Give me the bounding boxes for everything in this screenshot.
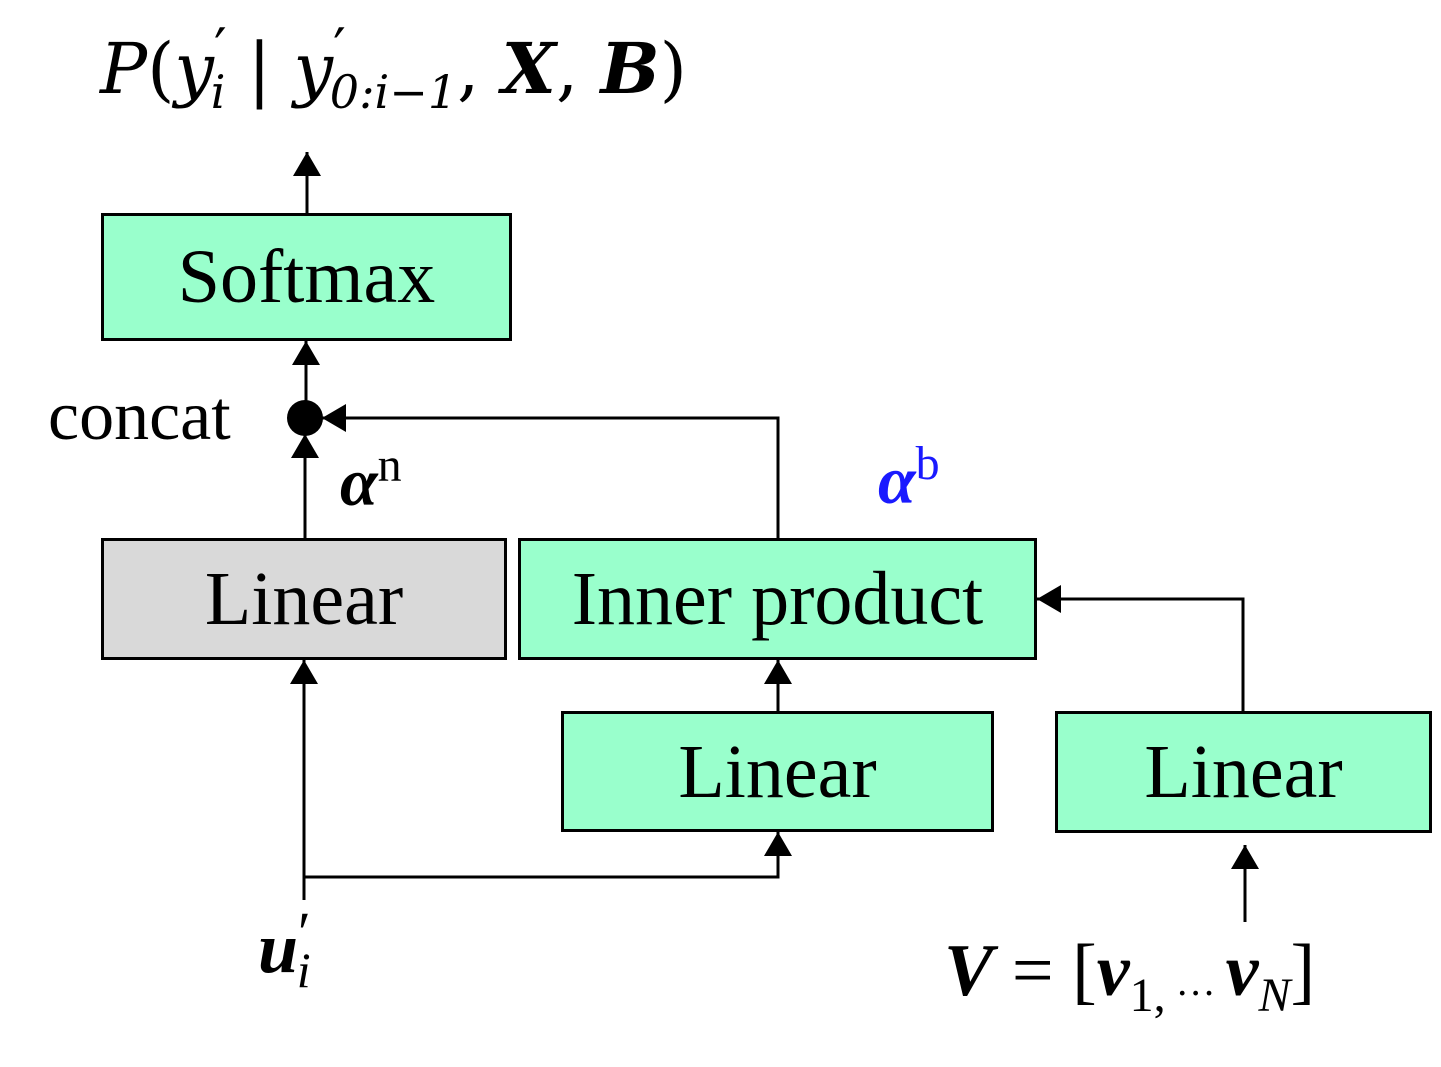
b-symbol: B xyxy=(600,27,660,110)
alpha-n-label: αn xyxy=(340,442,402,517)
y-symbol: y xyxy=(174,28,214,110)
alpha-b-superscript: b xyxy=(915,437,940,490)
concat-node xyxy=(287,400,323,436)
close-bracket: ] xyxy=(1290,930,1316,1012)
concat-label: concat xyxy=(48,378,231,455)
comma-2: , xyxy=(555,28,579,110)
input-u-label: u′i xyxy=(258,904,311,996)
linear-value-box: Linear xyxy=(1055,711,1432,833)
v1-subscript: 1, xyxy=(1129,968,1166,1022)
open-paren: ( xyxy=(147,28,175,110)
vN-symbol: v xyxy=(1225,930,1259,1012)
conditional-bar: | xyxy=(247,28,272,110)
u-prime: ′ xyxy=(298,900,311,965)
x-symbol: X xyxy=(501,27,556,110)
alpha-n-symbol: α xyxy=(340,444,378,520)
softmax-box: Softmax xyxy=(101,213,512,341)
y-history-symbol: y xyxy=(293,28,334,110)
inner-product-box: Inner product xyxy=(518,538,1037,660)
arrow-inner-product-to-concat xyxy=(322,404,780,538)
prob-symbol: P xyxy=(100,28,148,110)
u-symbol: u xyxy=(258,908,299,988)
alpha-b-label: αb xyxy=(878,440,940,515)
y-history-subscript: 0:i−1 xyxy=(329,65,458,119)
alpha-b-symbol: α xyxy=(878,442,916,518)
u-subscript: i xyxy=(296,942,311,999)
equals-bracket: = [ xyxy=(993,930,1097,1012)
arrow-linear-value-to-inner-product xyxy=(1037,585,1245,711)
close-paren: ) xyxy=(659,28,687,110)
v1-symbol: v xyxy=(1096,930,1130,1012)
arrow-input-to-linear-query xyxy=(304,832,792,879)
output-probability-label: P(y′i | y′0:i−1, X, B) xyxy=(100,22,687,115)
linear-query-box: Linear xyxy=(561,711,994,832)
linear-main-box: Linear xyxy=(101,538,507,660)
alpha-n-superscript: n xyxy=(377,439,402,492)
input-v-label: V = [v1, … vN] xyxy=(944,934,1315,1019)
y-history-prime: ′ xyxy=(333,17,346,83)
comma-1: , xyxy=(457,28,480,110)
v-matrix-symbol: V xyxy=(944,930,994,1012)
y-prime: ′ xyxy=(213,17,227,83)
y-subscript: i xyxy=(210,65,226,119)
vN-subscript: N xyxy=(1258,968,1291,1022)
ellipsis: … xyxy=(1165,959,1226,1004)
